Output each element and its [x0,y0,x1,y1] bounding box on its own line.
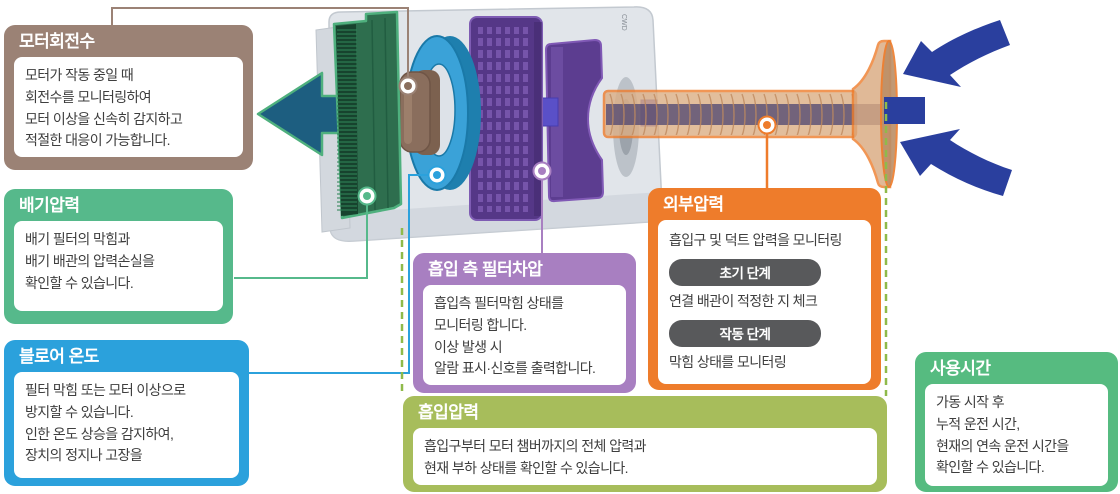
callout-title-blower-temperature: 블로어 온도 [19,347,99,366]
inflow-arrow-bottom-icon [900,129,1012,196]
callout-external-pressure: 외부압력 흡입구 및 덕트 압력을 모니터링 초기 단계 연결 배관이 적정한 … [648,188,881,390]
callout-text: 가동 시작 후 누적 운전 시간, 현재의 연속 운전 시간을 확인할 수 있습… [936,394,1069,476]
stage-badge-initial: 초기 단계 [669,259,821,287]
callout-text: 필터 막힘 또는 모터 이상으로 방지할 수 있습니다. 인한 온도 상승을 감… [25,382,186,464]
callout-title-external-pressure: 외부압력 [663,195,724,214]
anchor-dots [357,76,777,206]
connector-motor-speed [111,7,409,86]
stage-badge-operating: 작동 단계 [669,320,821,348]
callout-motor-speed: 모터회전수 모터가 작동 중일 때 회전수를 모니터링하여 모터 이상을 신속히… [4,25,253,170]
stage-text-initial: 연결 배관이 적정한 지 체크 [669,293,818,310]
callout-body-intake-pressure: 흡입구부터 모터 챔버까지의 전체 압력과 현재 부하 상태를 확인할 수 있습… [413,428,877,486]
callout-intake-filter-dp: 흡입 측 필터차압 흡입측 필터막힘 상태를 모니터링 합니다. 이상 발생 시… [413,253,636,393]
callout-intake-pressure: 흡입압력 흡입구부터 모터 챔버까지의 전체 압력과 현재 부하 상태를 확인할… [403,396,887,492]
inlet-port [884,97,925,124]
callout-body-blower-temperature: 필터 막힘 또는 모터 이상으로 방지할 수 있습니다. 인한 온도 상승을 감… [14,372,239,479]
external-pressure-intro: 흡입구 및 덕트 압력을 모니터링 [669,232,842,249]
callout-title-intake-pressure: 흡입압력 [418,403,479,422]
callout-title-intake-filter-dp: 흡입 측 필터차압 [428,260,543,279]
callout-body-external-pressure: 흡입구 및 덕트 압력을 모니터링 초기 단계 연결 배관이 적정한 지 체크 … [658,220,871,385]
callout-title-exhaust-pressure: 배기압력 [19,196,80,215]
intake-filter-panel [469,16,543,221]
connector-blower-temp [247,174,437,374]
callout-body-motor-speed: 모터가 작동 중일 때 회전수를 모니터링하여 모터 이상을 신속히 감지하고 … [14,57,243,158]
connector-exhaust-pressure [234,196,368,279]
inflow-arrow-top-icon [903,20,1010,87]
device-logo: CWD [620,14,627,31]
callout-title-motor-speed: 모터회전수 [19,32,95,51]
callout-body-usage-time: 가동 시작 후 누적 운전 시간, 현재의 연속 운전 시간을 확인할 수 있습… [925,384,1108,487]
stage-text-operating: 막힘 상태를 모니터링 [669,354,787,371]
callout-exhaust-pressure: 배기압력 배기 필터의 막힘과 배기 배관의 압력손실을 확인할 수 있습니다. [4,189,233,324]
callout-text: 흡입구부터 모터 챔버까지의 전체 압력과 현재 부하 상태를 확인할 수 있습… [424,438,647,477]
intake-duct [602,39,898,189]
callout-text: 모터가 작동 중일 때 회전수를 모니터링하여 모터 이상을 신속히 감지하고 … [25,67,183,149]
callout-body-intake-filter-dp: 흡입측 필터막힘 상태를 모니터링 합니다. 이상 발생 시 알람 표시·신호를… [423,285,626,386]
callout-body-exhaust-pressure: 배기 필터의 막힘과 배기 배관의 압력손실을 확인할 수 있습니다. [14,221,223,312]
connector-lines [111,7,888,396]
callout-text: 배기 필터의 막힘과 배기 배관의 압력손실을 확인할 수 있습니다. [25,231,155,291]
callout-text: 흡입측 필터막힘 상태를 모니터링 합니다. 이상 발생 시 알람 표시·신호를… [434,295,596,377]
callout-usage-time: 사용시간 가동 시작 후 누적 운전 시간, 현재의 연속 운전 시간을 확인할… [915,352,1118,492]
exhaust-filter-panel [332,10,403,220]
callout-title-usage-time: 사용시간 [930,359,991,378]
callout-blower-temperature: 블로어 온도 필터 막힘 또는 모터 이상으로 방지할 수 있습니다. 인한 온… [4,340,249,486]
